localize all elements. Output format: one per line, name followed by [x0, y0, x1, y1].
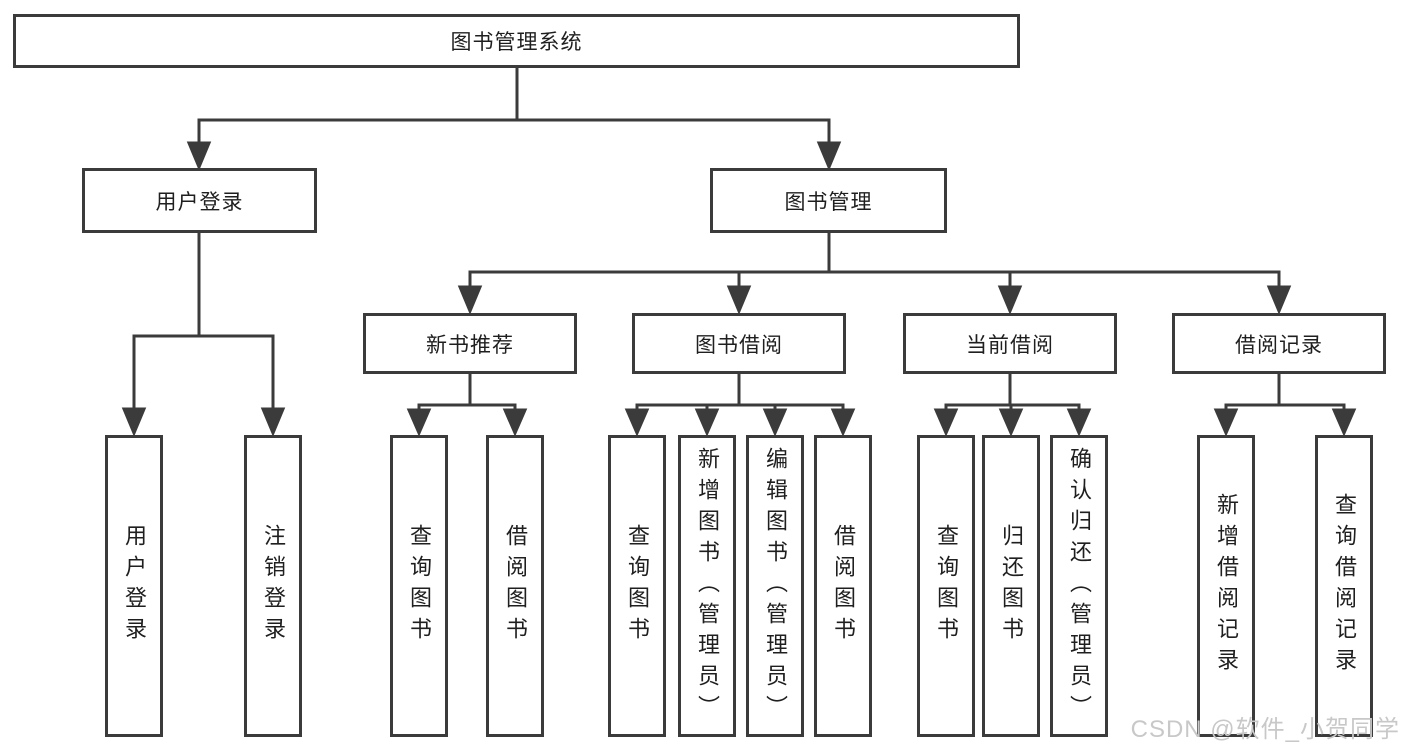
node-leaf-query-books-recommend-label: 查询图书	[407, 524, 432, 648]
node-leaf-return-book-label: 归还图书	[999, 524, 1024, 648]
node-leaf-query-books-current: 查询图书	[917, 435, 975, 737]
node-leaf-confirm-return-admin-label: 确认归还（管理员）	[1067, 446, 1092, 726]
edge-user-login-to-leaves	[121, 231, 286, 437]
node-leaf-edit-book-admin: 编辑图书（管理员）	[746, 435, 804, 737]
node-leaf-add-borrow-record-label: 新增借阅记录	[1214, 493, 1239, 679]
node-leaf-add-borrow-record: 新增借阅记录	[1197, 435, 1255, 737]
node-leaf-logout: 注销登录	[244, 435, 302, 737]
node-current-borrow-label: 当前借阅	[966, 333, 1054, 357]
edge-current-borrow-to-leaves	[933, 372, 1092, 437]
node-user-login-label: 用户登录	[155, 190, 244, 214]
node-leaf-add-book-admin-label: 新增图书（管理员）	[695, 446, 720, 726]
node-leaf-query-books-borrow: 查询图书	[608, 435, 666, 737]
node-leaf-query-books-recommend: 查询图书	[390, 435, 448, 737]
node-leaf-query-borrow-record-label: 查询借阅记录	[1332, 493, 1357, 679]
node-new-book-recommend-label: 新书推荐	[426, 333, 514, 357]
node-current-borrow: 当前借阅	[903, 313, 1117, 374]
node-user-login: 用户登录	[82, 168, 317, 233]
node-leaf-logout-label: 注销登录	[261, 524, 286, 648]
edge-new-book-recommend-to-leaves	[406, 372, 528, 437]
node-leaf-user-login-label: 用户登录	[122, 524, 147, 648]
node-leaf-query-books-current-label: 查询图书	[934, 524, 959, 648]
edge-book-management-to-level3	[457, 231, 1292, 315]
node-borrow-records-label: 借阅记录	[1235, 333, 1323, 357]
edge-book-borrow-to-leaves	[624, 372, 856, 437]
node-leaf-confirm-return-admin: 确认归还（管理员）	[1050, 435, 1108, 737]
node-root: 图书管理系统	[13, 14, 1020, 68]
node-leaf-borrow-books-label: 借阅图书	[831, 524, 856, 648]
node-leaf-add-book-admin: 新增图书（管理员）	[678, 435, 736, 737]
node-leaf-borrow-books-recommend-label: 借阅图书	[503, 524, 528, 648]
watermark: CSDN @软件_小贺同学	[1130, 716, 1400, 743]
node-leaf-borrow-books-recommend: 借阅图书	[486, 435, 544, 737]
node-leaf-edit-book-admin-label: 编辑图书（管理员）	[763, 446, 788, 726]
node-leaf-borrow-books: 借阅图书	[814, 435, 872, 737]
node-leaf-query-borrow-record: 查询借阅记录	[1315, 435, 1373, 737]
node-book-management: 图书管理	[710, 168, 947, 233]
node-book-borrow: 图书借阅	[632, 313, 846, 374]
node-leaf-return-book: 归还图书	[982, 435, 1040, 737]
node-book-management-label: 图书管理	[784, 190, 873, 214]
node-root-label: 图书管理系统	[450, 31, 583, 54]
edge-root-to-level2	[186, 66, 842, 171]
node-book-borrow-label: 图书借阅	[695, 333, 783, 357]
node-borrow-records: 借阅记录	[1172, 313, 1386, 374]
node-leaf-query-books-borrow-label: 查询图书	[625, 524, 650, 648]
node-new-book-recommend: 新书推荐	[363, 313, 577, 374]
edge-borrow-records-to-leaves	[1213, 372, 1357, 437]
node-leaf-user-login: 用户登录	[105, 435, 163, 737]
